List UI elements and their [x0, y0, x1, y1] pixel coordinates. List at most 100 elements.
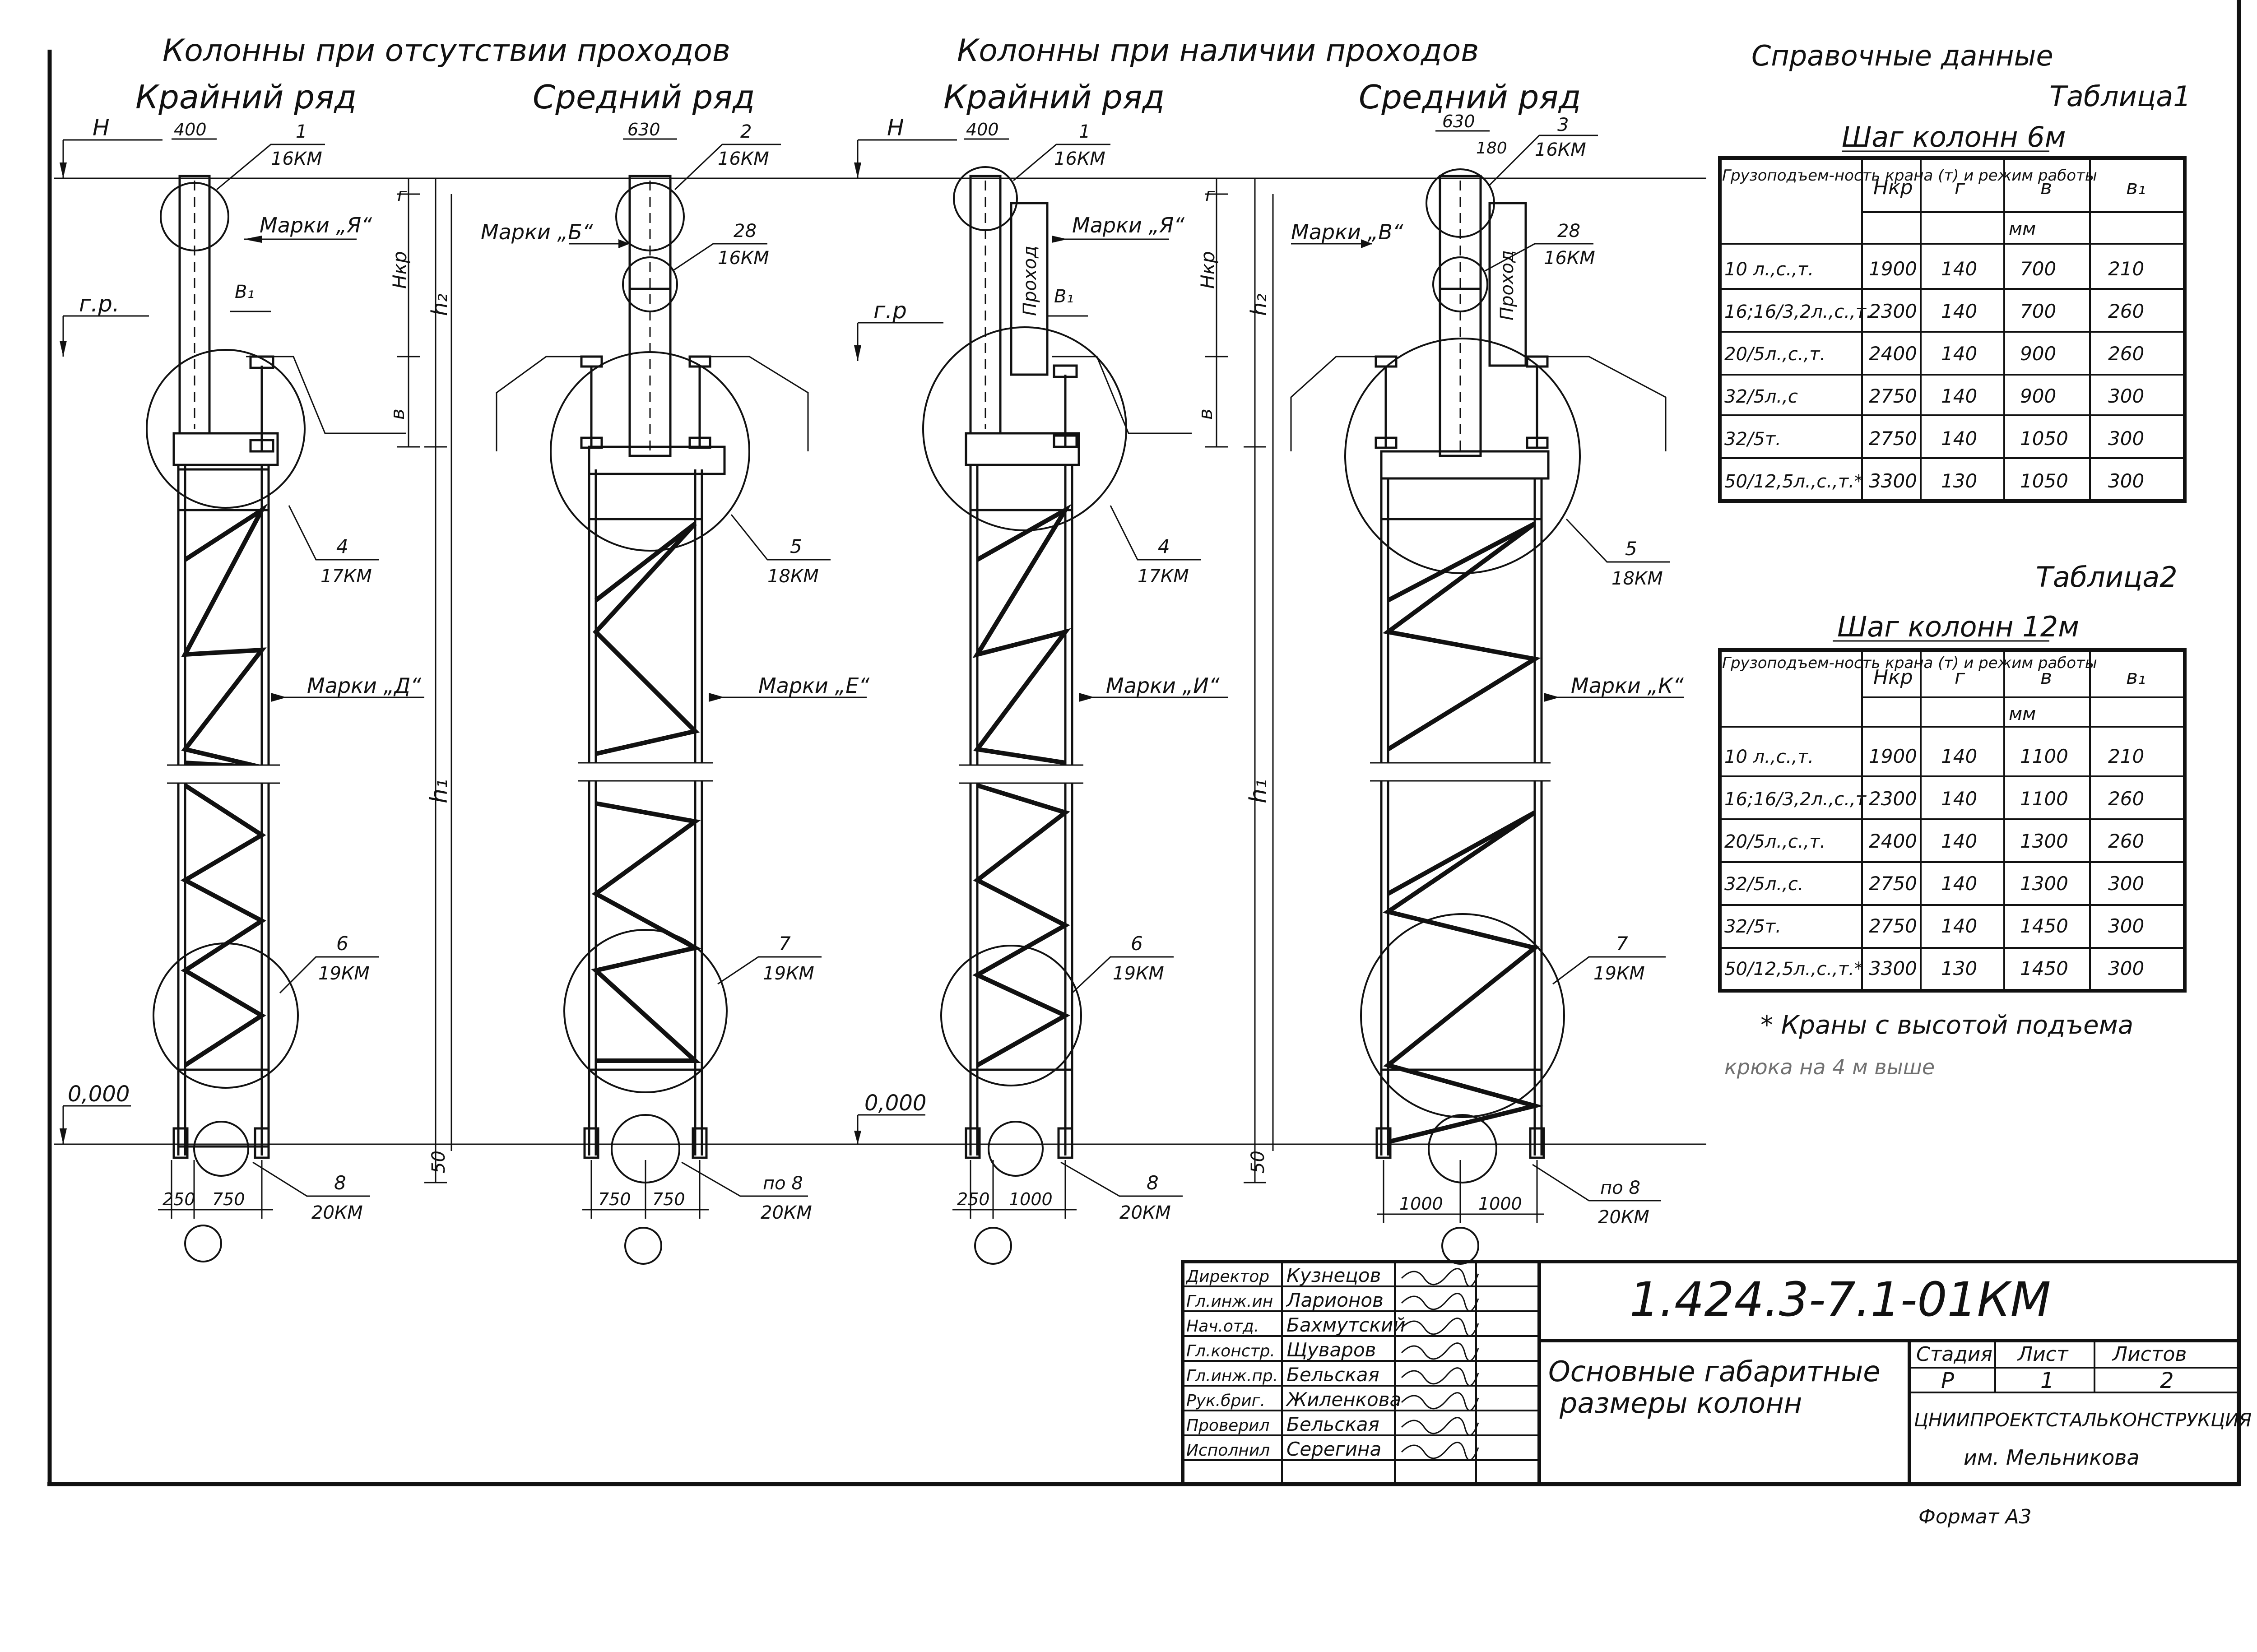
dim-c1-top: 400 — [174, 120, 207, 139]
callout-c1-join-n: 4 — [336, 535, 348, 557]
signature-mark — [1401, 1392, 1479, 1411]
callout-c2-base-n: по 8 — [763, 1173, 803, 1194]
t2-hdr-crane: Грузоподъем-ность крана (т) и режим рабо… — [1722, 654, 2097, 672]
level-h-marker-2: Н — [854, 115, 957, 178]
passage-label-1: Проход — [1020, 246, 1040, 316]
callout-c3-join-s: 17КМ — [1138, 566, 1189, 587]
table-cell: 900 — [2020, 343, 2056, 365]
table2-title: Шаг колонн 12м — [1837, 610, 2079, 643]
dim-b-2: в — [1194, 408, 1217, 420]
level-h-label-1: Н — [93, 115, 110, 141]
signature-mark — [1401, 1367, 1479, 1387]
staff-role: Гл.констр. — [1186, 1342, 1275, 1360]
table-cell: 300 — [2108, 427, 2144, 450]
t1-hdr-crane: Грузоподъем-ность крана (т) и режим рабо… — [1722, 167, 2097, 185]
t1-hdr-mm: мм — [2009, 218, 2036, 239]
signature-mark — [1401, 1318, 1479, 1337]
staff-name: Серегина — [1286, 1438, 1381, 1460]
crane-rail-label-2: г.р — [873, 297, 907, 324]
level-h-marker-1: Н — [60, 115, 163, 178]
staff-name: Ларионов — [1286, 1289, 1384, 1311]
table-cell: 20/5л.,с.,т. — [1724, 344, 1825, 365]
t2-hdr-mm: мм — [2009, 704, 2036, 724]
table-2: Грузоподъем-ность крана (т) и режим рабо… — [1718, 648, 2187, 993]
table-cell: 2750 — [1869, 427, 1917, 450]
callout-c3-base-n: 8 — [1147, 1172, 1159, 1194]
org-subname: им. Мельникова — [1964, 1445, 2140, 1470]
dim-b1-c1: В₁ — [235, 282, 254, 302]
staff-role: Рук.бриг. — [1186, 1392, 1265, 1410]
dim-b-1: в — [386, 408, 409, 420]
t1-hdr-hkr: Нкр — [1873, 176, 1913, 199]
staff-name: Бахмутский — [1286, 1314, 1405, 1336]
dim-50-2: 50 — [1248, 1151, 1268, 1174]
callout-c2-top-n: 2 — [740, 121, 752, 142]
table2-label: Таблица2 — [2036, 561, 2178, 594]
callout-c3-base-s: 20КМ — [1119, 1202, 1171, 1223]
callout-c3-low-n: 6 — [1131, 933, 1143, 955]
mark-v: Марки „В“ — [1291, 220, 1403, 244]
sheet-value: 1 — [2040, 1368, 2054, 1393]
dim-c3-b1: 250 — [957, 1189, 990, 1209]
footnote-line-1: * Краны с высотой подъема — [1760, 1011, 2133, 1040]
heading-outer-row-2: Крайний ряд — [943, 78, 1165, 116]
crane-rail-label-1: г.р. — [79, 291, 120, 317]
dim-h1-1: h₁ — [426, 779, 453, 803]
table-cell: 3300 — [1869, 470, 1917, 492]
callout-c1-low-s: 19КМ — [318, 963, 370, 984]
table-cell: 140 — [1941, 745, 1977, 767]
column-1 — [146, 175, 406, 1262]
callout-c3-join-n: 4 — [1158, 535, 1170, 557]
table1-title: Шаг колонн 6м — [1842, 121, 2066, 153]
callout-c2-join-s: 18КМ — [767, 566, 819, 587]
staff-name: Бельская — [1286, 1364, 1379, 1386]
mark-ya-1: Марки „Я“ — [260, 213, 372, 237]
signature-mark — [1401, 1268, 1479, 1287]
table-cell: 1900 — [1869, 745, 1917, 767]
callout-c4-base-s: 20КМ — [1598, 1207, 1649, 1228]
table-cell: 210 — [2108, 745, 2144, 767]
staff-name: Щуваров — [1286, 1339, 1376, 1361]
callout-c3-top-n: 1 — [1079, 121, 1090, 142]
t2-hdr-v: в — [2040, 666, 2052, 689]
callout-c2-base-s: 20КМ — [761, 1202, 812, 1223]
table-cell: 300 — [2108, 872, 2144, 895]
staff-role: Гл.инж.пр. — [1186, 1367, 1278, 1385]
passage-label-2: Проход — [1497, 250, 1518, 320]
table-cell: 1100 — [2020, 788, 2068, 810]
callout-c1-top-s: 16КМ — [271, 148, 322, 169]
table-cell: 140 — [1941, 788, 1977, 810]
table-cell: 140 — [1941, 830, 1977, 852]
dim-h2-1: h₂ — [427, 293, 452, 316]
column-1-transition — [172, 432, 279, 466]
callout-c1-join-s: 17КМ — [320, 566, 372, 587]
column-3: Проход — [922, 166, 1192, 1265]
callout-c3-low-s: 19КМ — [1113, 963, 1164, 984]
table-cell: 140 — [1941, 385, 1977, 407]
table-cell: 10 л.,с.,т. — [1724, 259, 1814, 280]
table-cell: 2300 — [1869, 300, 1917, 322]
staff-name: Кузнецов — [1286, 1264, 1381, 1286]
callout-c4-top-n: 3 — [1557, 115, 1569, 135]
table-cell: 260 — [2108, 788, 2144, 810]
reference-title: Справочные данные — [1751, 39, 2053, 72]
table-cell: 2750 — [1869, 872, 1917, 895]
table-1: Грузоподъем-ность крана (т) и режим рабо… — [1718, 156, 2187, 503]
table-cell: 210 — [2108, 258, 2144, 280]
dim-chain-2: г Нкр в h₂ h₁ 50 — [1194, 178, 1272, 1183]
t2-hdr-g: г — [1955, 666, 1965, 689]
t1-hdr-v1: в₁ — [2126, 176, 2146, 199]
table-cell: 140 — [1941, 300, 1977, 322]
table-cell: 10 л.,с.,т. — [1724, 747, 1814, 767]
staff-role: Директор — [1185, 1267, 1269, 1286]
table-cell: 900 — [2020, 385, 2056, 407]
dim-c2-top: 630 — [627, 120, 660, 139]
table-cell: 260 — [2108, 343, 2144, 365]
table-cell: 3300 — [1869, 957, 1917, 979]
dim-c2-b1: 750 — [598, 1189, 631, 1209]
t1-hdr-g: г — [1955, 176, 1965, 199]
callout-c2-low-n: 7 — [779, 933, 791, 955]
table-cell: 1300 — [2020, 830, 2068, 852]
